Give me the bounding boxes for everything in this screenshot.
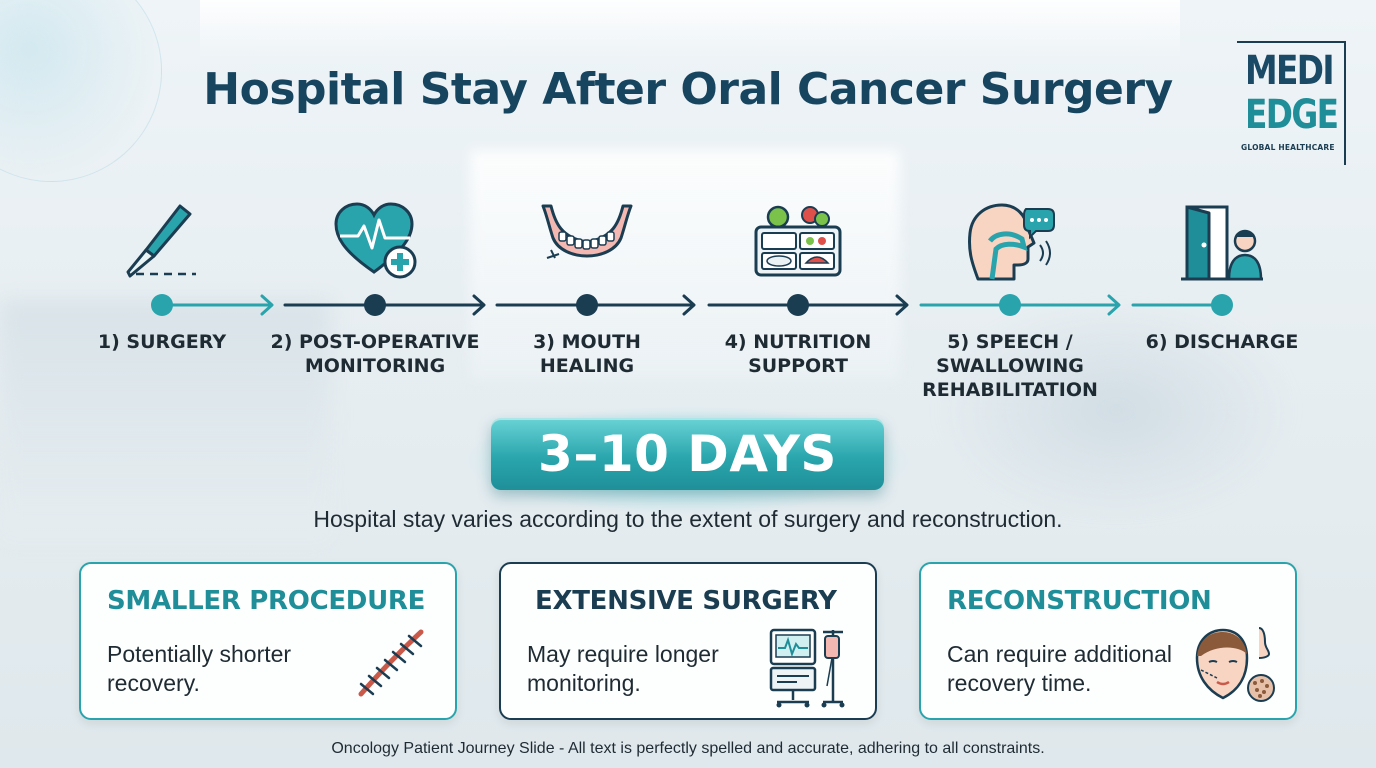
step-label: 1) SURGERY [47, 330, 277, 354]
timeline-connector [151, 294, 1233, 316]
footer-note: Oncology Patient Journey Slide - All tex… [331, 740, 1045, 757]
step-label-line: 2) POST-OPERATIVE [270, 331, 480, 353]
step-label-line: SUPPORT [748, 355, 848, 377]
page-title: Hospital Stay After Oral Cancer Surgery [203, 64, 1173, 115]
step-node-4 [787, 294, 809, 316]
jaw-icon [537, 202, 637, 282]
step-label-line: HEALING [539, 355, 635, 377]
step-node-5 [999, 294, 1021, 316]
step-label: 5) SPEECH / SWALLOWING REHABILITATION [895, 330, 1125, 402]
face-reconstruction-icon [1187, 626, 1277, 710]
step-label-line: 4) NUTRITION [724, 331, 872, 353]
step-label: 6) DISCHARGE [1107, 330, 1337, 354]
step-label-line: 5) SPEECH / [947, 331, 1073, 353]
duration-badge: 3–10 DAYS [491, 418, 884, 490]
patient-monitor-icon [767, 626, 853, 712]
step-label-line: 1) SURGERY [97, 331, 227, 353]
step-node-3 [576, 294, 598, 316]
speech-head-icon [962, 203, 1058, 285]
card-smaller-procedure: SMALLER PROCEDURE Potentially shorter re… [79, 562, 457, 720]
step-node-2 [364, 294, 386, 316]
logo-tagline: GLOBAL HEALTHCARE [1241, 143, 1335, 152]
step-label: 3) MOUTH HEALING [472, 330, 702, 378]
card-title: EXTENSIVE SURGERY [535, 586, 837, 616]
step-label-line: 3) MOUTH [533, 331, 641, 353]
scalpel-icon [120, 200, 204, 284]
card-text: May require longer monitoring. [527, 641, 719, 696]
sutured-incision-icon [355, 626, 427, 704]
logo-line2: EDGE [1245, 92, 1339, 138]
timeline: 1) SURGERY 2) POST-OPERATIVE MONITORING [47, 200, 1337, 402]
step-node-6 [1211, 294, 1233, 316]
card-text: Potentially shorter recovery. [107, 641, 292, 696]
step-label-line: REHABILITATION [922, 379, 1098, 401]
step-label: 2) POST-OPERATIVE MONITORING [260, 330, 490, 378]
step-node-1 [151, 294, 173, 316]
duration-explanation: Hospital stay varies according to the ex… [313, 506, 1063, 532]
mediedge-logo: MEDI EDGE GLOBAL HEALTHCARE [1237, 41, 1346, 165]
meal-tray-icon [752, 203, 844, 283]
step-label-line: SWALLOWING [936, 355, 1084, 377]
card-title: SMALLER PROCEDURE [107, 586, 426, 616]
step-label-line: MONITORING [304, 355, 446, 377]
logo-line1: MEDI [1245, 48, 1335, 94]
exit-door-icon [1179, 203, 1265, 285]
heart-monitor-icon [332, 202, 418, 284]
step-label-line: 6) DISCHARGE [1145, 331, 1299, 353]
card-title: RECONSTRUCTION [947, 586, 1212, 616]
card-reconstruction: RECONSTRUCTION Can require additional re… [919, 562, 1297, 720]
step-label: 4) NUTRITION SUPPORT [683, 330, 913, 378]
card-text: Can require additional recovery time. [947, 641, 1173, 696]
card-extensive-surgery: EXTENSIVE SURGERY May require longer mon… [499, 562, 877, 720]
